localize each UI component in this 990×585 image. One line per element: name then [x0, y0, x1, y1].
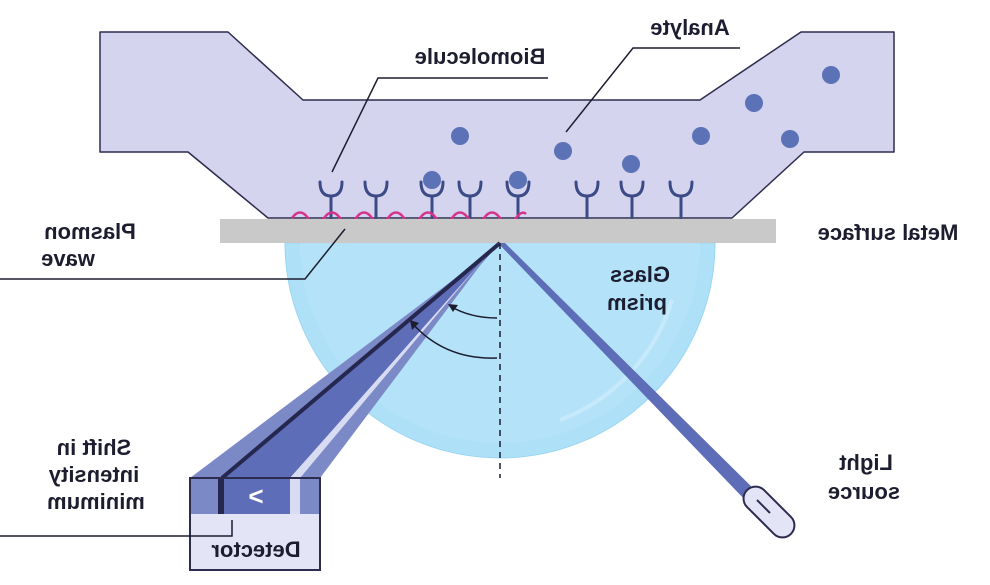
biomolecule-label: Biomolecule	[415, 44, 546, 69]
analyte-particle	[781, 130, 799, 148]
detector-symbol: >	[248, 481, 263, 511]
light-source-label-line2: source	[828, 479, 900, 504]
analyte-particle	[745, 94, 763, 112]
analyte-particle	[622, 155, 640, 173]
receptor	[668, 180, 694, 220]
reflected-beams	[190, 241, 502, 480]
metal-surface	[220, 219, 776, 243]
labels: Analyte Biomolecule Plasmon wave Metal s…	[41, 15, 958, 514]
receptor	[363, 180, 389, 220]
leader-analyte	[565, 47, 740, 133]
receptor	[457, 180, 483, 220]
analyte-label: Analyte	[650, 15, 729, 40]
metal-surface-label: Metal surface	[818, 220, 959, 245]
angle-arc-large	[411, 322, 498, 359]
analyte-particle	[822, 66, 840, 84]
shift-label-line3: minimum	[47, 489, 145, 514]
analyte-particles	[423, 66, 840, 189]
plasmon-label-line2: wave	[41, 246, 96, 271]
leader-plasmon	[0, 228, 346, 280]
angle-arrowhead	[410, 320, 419, 330]
receptor	[318, 180, 344, 220]
analyte-bound	[423, 171, 441, 189]
receptor	[619, 180, 645, 220]
analyte-particle	[554, 142, 572, 160]
plasmon-label-line1: Plasmon	[44, 219, 136, 244]
leader-detector	[0, 520, 233, 537]
shift-label-line2: intensity	[48, 462, 139, 487]
detector: > Detector	[189, 477, 321, 571]
light-source-label-line1: Light	[838, 450, 892, 475]
light-source	[742, 485, 796, 539]
prism-label-line1: Glass	[610, 262, 670, 287]
biomolecule-receptors	[318, 180, 694, 220]
shift-label-line1: Shift in	[57, 435, 132, 460]
angle-arrows	[410, 304, 498, 359]
angle-arrowhead	[448, 304, 458, 312]
leader-lines	[0, 47, 740, 537]
leader-biomolecule	[331, 77, 548, 173]
analyte-bound	[509, 171, 527, 189]
prism-label-line2: prism	[607, 290, 667, 315]
analyte-particle	[692, 127, 710, 145]
analyte-particle	[451, 127, 469, 145]
flow-cell	[99, 31, 895, 219]
incident-beam	[498, 243, 760, 503]
receptor	[574, 180, 600, 220]
detector-label: Detector	[211, 537, 301, 562]
